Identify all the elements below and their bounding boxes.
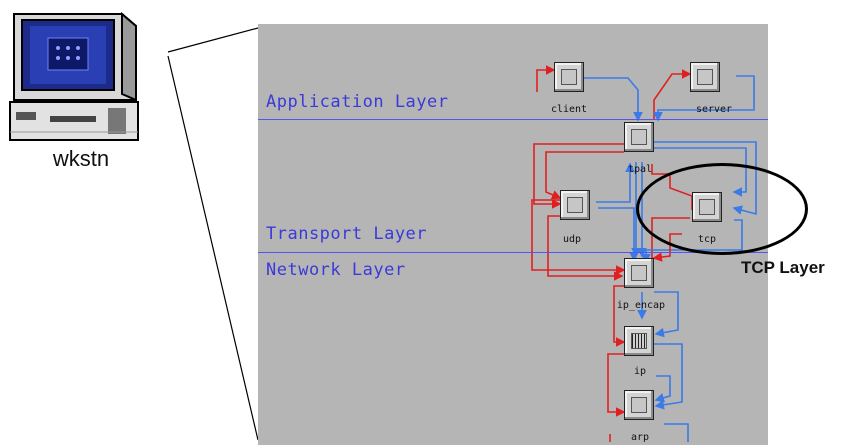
- workstation-icon: [4, 8, 146, 148]
- module-arp-label: arp: [600, 432, 680, 443]
- module-arp[interactable]: [624, 390, 654, 420]
- application-layer-label: Application Layer: [266, 92, 449, 112]
- module-client-label: client: [529, 104, 609, 115]
- module-client[interactable]: [554, 62, 584, 92]
- module-ip[interactable]: [624, 326, 654, 356]
- workstation-label: wkstn: [26, 146, 136, 172]
- tcp-highlight-ellipse: [636, 163, 808, 255]
- module-server-label: server: [674, 104, 754, 115]
- module-udp-label: udp: [532, 234, 612, 245]
- module-udp[interactable]: [560, 190, 590, 220]
- module-ip-encap[interactable]: [624, 258, 654, 288]
- network-layer-label: Network Layer: [266, 260, 406, 280]
- tcp-layer-label: TCP Layer: [741, 258, 825, 278]
- module-server[interactable]: [690, 62, 720, 92]
- module-ip-encap-label: ip_encap: [601, 300, 681, 311]
- transport-layer-label: Transport Layer: [266, 224, 427, 244]
- module-tpal[interactable]: [624, 122, 654, 152]
- module-ip-label: ip: [600, 366, 680, 377]
- application-layer-line: [258, 119, 768, 120]
